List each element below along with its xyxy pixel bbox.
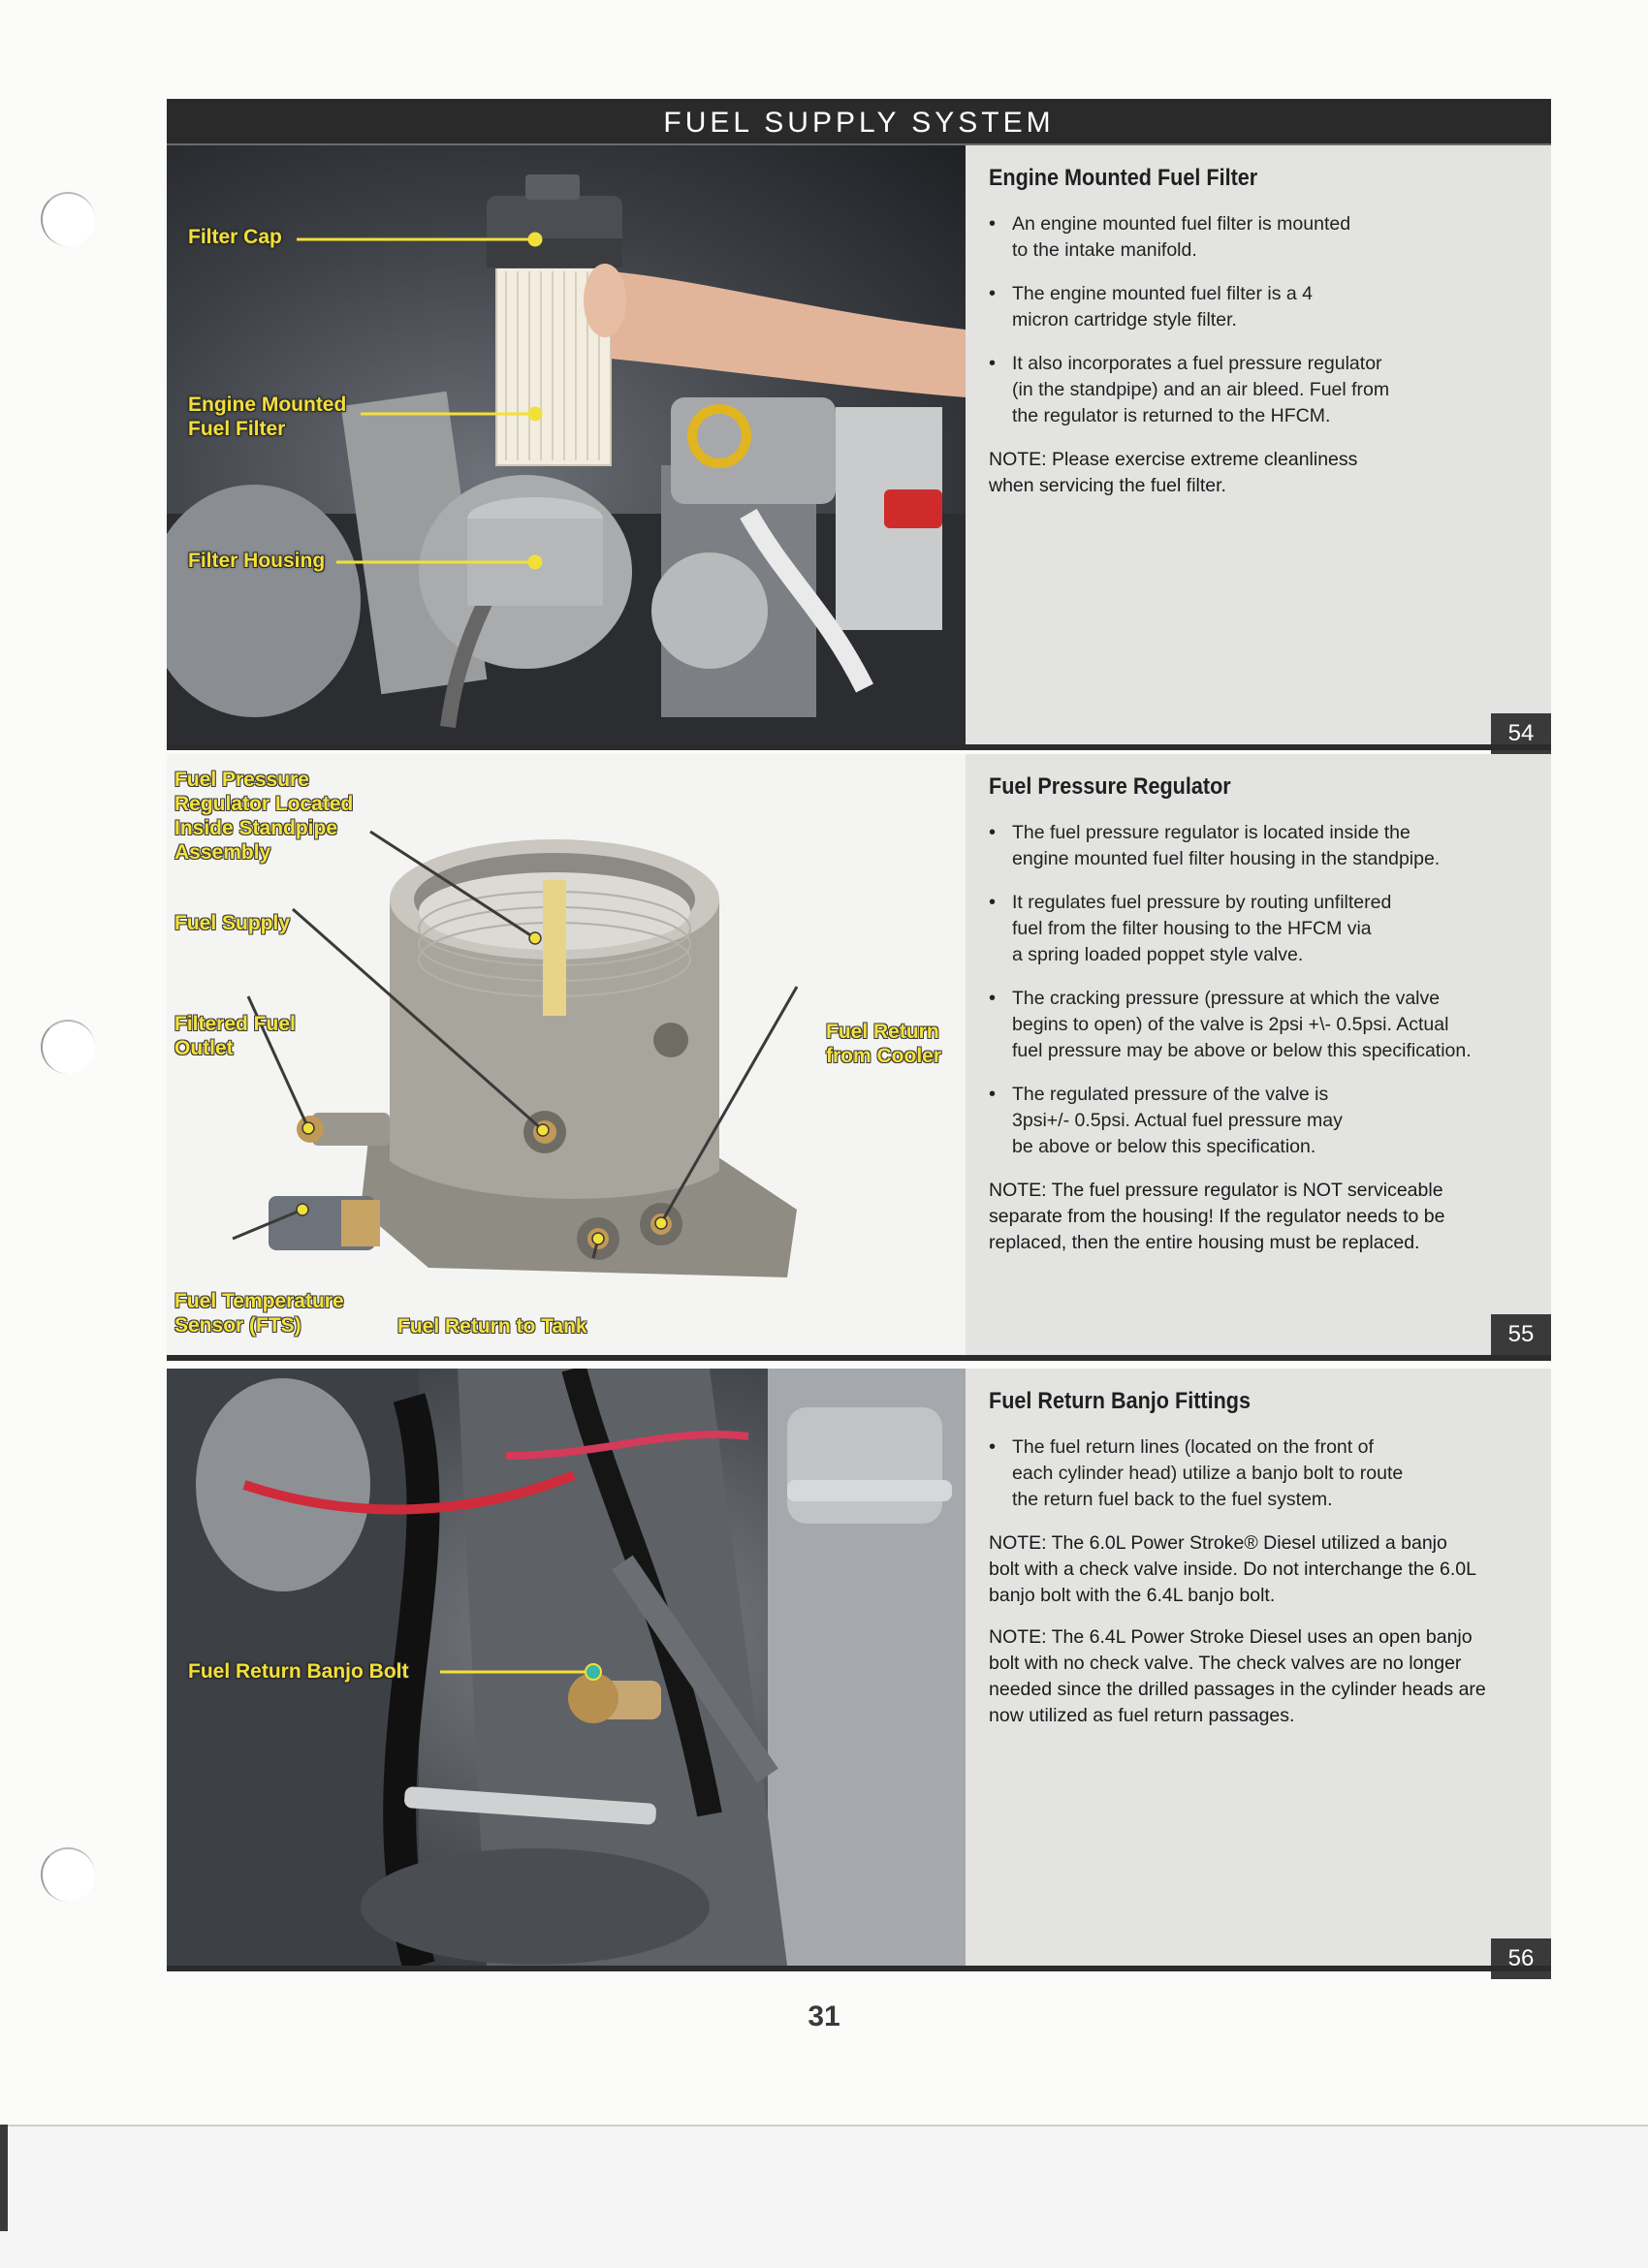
bullet-item: It regulates fuel pressure by routing un… <box>989 890 1528 968</box>
bullet-item: The engine mounted fuel filter is a 4 mi… <box>989 281 1528 333</box>
text-panel-banjo-fittings: Fuel Return Banjo Fittings The fuel retu… <box>966 1369 1551 1966</box>
bullet-item: It also incorporates a fuel pressure reg… <box>989 351 1528 429</box>
scan-bottom-edge <box>0 2125 1648 2268</box>
section-divider <box>167 744 1551 750</box>
engine-filter-illustration <box>167 174 966 744</box>
note-text: NOTE: The fuel pressure regulator is NOT… <box>989 1180 1445 1253</box>
binder-hole <box>41 1020 95 1074</box>
filter-housing-photo: Fuel Pressure Regulator Located Inside S… <box>167 754 966 1355</box>
callout-fuel-temperature-sensor: Fuel Temperature Sensor (FTS) <box>174 1290 344 1337</box>
slide-fuel-return-banjo-fittings: Fuel Return Banjo Bolt Fuel Return Banjo… <box>167 1369 1551 1979</box>
slide-number-badge: 54 <box>1491 713 1551 754</box>
note-text: NOTE: The 6.0L Power Stroke® Diesel util… <box>989 1532 1476 1606</box>
callout-fuel-return-banjo-bolt: Fuel Return Banjo Bolt <box>188 1660 409 1683</box>
callout-fuel-supply: Fuel Supply <box>174 912 291 934</box>
slide-fuel-pressure-regulator: Fuel Pressure Regulator Located Inside S… <box>167 754 1551 1361</box>
callout-fuel-pressure-regulator: Fuel Pressure Regulator Located Inside S… <box>174 769 354 864</box>
bullet-list: The fuel pressure regulator is located i… <box>989 820 1528 1160</box>
note-text: NOTE: The 6.4L Power Stroke Diesel uses … <box>989 1626 1486 1726</box>
filter-housing-illustration <box>232 830 799 1277</box>
slide-number-badge: 55 <box>1491 1314 1551 1355</box>
slide-title: Engine Mounted Fuel Filter <box>989 165 1258 191</box>
bullet-list: An engine mounted fuel filter is mounted… <box>989 211 1528 429</box>
slide-engine-mounted-fuel-filter: Filter Cap Engine Mounted Fuel Filter Fi… <box>167 145 1551 754</box>
bullet-item: The fuel pressure regulator is located i… <box>989 820 1528 872</box>
banjo-bolt-photo: Fuel Return Banjo Bolt <box>167 1369 966 1966</box>
note-text: NOTE: Please exercise extreme cleanlines… <box>989 449 1358 496</box>
engine-filter-photo: Filter Cap Engine Mounted Fuel Filter Fi… <box>167 145 966 744</box>
bullet-item: The regulated pressure of the valve is 3… <box>989 1082 1528 1160</box>
callout-filtered-fuel-outlet: Filtered Fuel Outlet <box>174 1013 296 1059</box>
bullet-item: The fuel return lines (located on the fr… <box>989 1434 1528 1513</box>
slide-title: Fuel Return Banjo Fittings <box>989 1388 1251 1414</box>
callout-fuel-return-from-cooler: Fuel Return from Cooler <box>826 1021 942 1067</box>
binder-hole <box>41 1847 95 1902</box>
bullet-item: The cracking pressure (pressure at which… <box>989 986 1528 1064</box>
callout-filter-housing: Filter Housing <box>188 550 326 572</box>
callout-filter-cap: Filter Cap <box>188 226 282 248</box>
callout-fuel-return-to-tank: Fuel Return to Tank <box>397 1315 587 1338</box>
slide-title: Fuel Pressure Regulator <box>989 773 1231 800</box>
scan-left-edge <box>0 2125 8 2231</box>
page-number: 31 <box>808 2000 840 2032</box>
bullet-item: An engine mounted fuel filter is mounted… <box>989 211 1528 264</box>
binder-hole <box>41 192 95 246</box>
banjo-bolt-illustration <box>167 1369 966 1966</box>
callout-engine-mounted-fuel-filter: Engine Mounted Fuel Filter <box>188 394 347 440</box>
section-divider <box>167 1966 1551 1971</box>
slide-number-badge: 56 <box>1491 1938 1551 1979</box>
section-header: FUEL SUPPLY SYSTEM <box>167 99 1551 145</box>
text-panel-pressure-regulator: Fuel Pressure Regulator The fuel pressur… <box>966 754 1551 1355</box>
section-divider <box>167 1355 1551 1361</box>
text-panel-engine-filter: Engine Mounted Fuel Filter An engine mou… <box>966 145 1551 744</box>
bullet-list: The fuel return lines (located on the fr… <box>989 1434 1528 1513</box>
